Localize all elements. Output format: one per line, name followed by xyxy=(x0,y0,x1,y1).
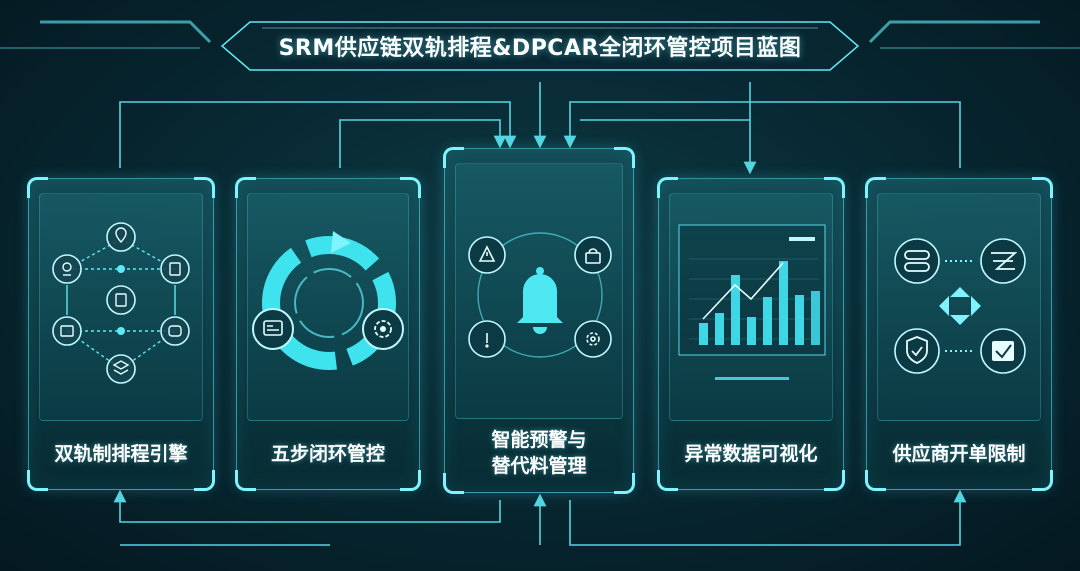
corner-accent xyxy=(1032,470,1053,491)
bar-chart-icon xyxy=(678,224,826,380)
corner-accent xyxy=(443,147,464,168)
module-label-line1: 智能预警与 xyxy=(491,429,587,451)
page-title: SRM供应链双轨排程&DPCAR全闭环管控项目蓝图 xyxy=(230,22,850,70)
corner-accent xyxy=(614,473,635,494)
corner-accent xyxy=(27,470,48,491)
bell-icon xyxy=(517,267,563,334)
module-card-five-step[interactable]: 五步闭环管控 xyxy=(235,177,421,491)
cycle-arrows-icon xyxy=(262,236,396,370)
module-card-data-visual[interactable]: 异常数据可视化 xyxy=(657,177,845,491)
corner-accent xyxy=(824,470,845,491)
document-icon xyxy=(106,285,136,315)
module-label: 双轨制排程引擎 xyxy=(54,443,188,465)
module-label: 异常数据可视化 xyxy=(684,443,818,465)
corner-accent xyxy=(443,473,464,494)
corner-accent xyxy=(194,177,215,198)
cycle-illustration xyxy=(252,231,404,370)
module-card-dual-track[interactable]: 双轨制排程引擎 xyxy=(27,177,215,491)
module-label: 五步闭环管控 xyxy=(270,443,385,465)
location-pin-icon xyxy=(106,222,136,252)
illustration-panel xyxy=(877,193,1041,421)
corner-accent xyxy=(865,470,886,491)
lock-icon xyxy=(574,236,612,274)
module-card-smart-alert[interactable]: 智能预警与 替代料管理 xyxy=(443,147,635,494)
network-diagram-illustration xyxy=(52,222,190,384)
box-icon xyxy=(52,316,82,346)
four-way-arrows-icon xyxy=(939,287,981,325)
corner-accent xyxy=(657,470,678,491)
clipboard-icon xyxy=(160,254,190,284)
certificate-icon xyxy=(52,254,82,284)
gear-icon xyxy=(574,320,612,358)
module-label: 供应商开单限制 xyxy=(892,443,1026,465)
corner-accent xyxy=(400,177,421,198)
corner-accent xyxy=(865,177,886,198)
scanner-icon xyxy=(160,316,190,346)
corner-accent xyxy=(400,470,421,491)
corner-accent xyxy=(657,177,678,198)
alert-illustration xyxy=(468,232,612,358)
shield-check-icon xyxy=(894,328,940,374)
corner-accent xyxy=(235,470,256,491)
corner-accent xyxy=(235,177,256,198)
dashboard-icon xyxy=(252,308,294,350)
corner-accent xyxy=(1032,177,1053,198)
trend-line-icon xyxy=(702,262,784,320)
corner-accent xyxy=(27,177,48,198)
corner-accent xyxy=(194,470,215,491)
control-illustration xyxy=(894,238,1026,374)
corner-accent xyxy=(824,177,845,198)
title-text: SRM供应链双轨排程&DPCAR全闭环管控项目蓝图 xyxy=(278,36,802,61)
settings-cycle-icon xyxy=(362,308,404,350)
module-label-line2: 替代料管理 xyxy=(491,455,587,477)
toggle-switch-icon xyxy=(894,238,940,284)
module-card-supplier-limit[interactable]: 供应商开单限制 xyxy=(865,177,1053,491)
corner-accent xyxy=(614,147,635,168)
